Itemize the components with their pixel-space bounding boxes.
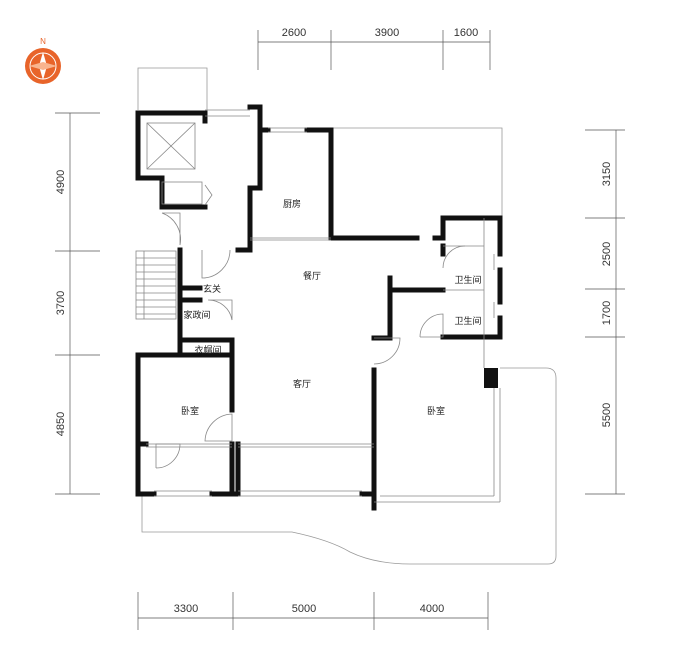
- compass-label: N: [40, 37, 46, 46]
- dim-right-4: 5500: [601, 403, 613, 427]
- dim-top-3: 1600: [454, 27, 478, 39]
- dimension-bottom: 3300 5000 4000: [137, 592, 489, 630]
- room-living: 客厅: [293, 378, 311, 390]
- room-bedroom-right: 卧室: [427, 405, 445, 417]
- compass: N: [25, 37, 61, 84]
- room-cloakroom: 衣帽间: [194, 344, 221, 356]
- dim-left-2: 3700: [55, 291, 67, 315]
- walls: [135, 104, 503, 511]
- dim-bottom-3: 4000: [420, 603, 444, 615]
- room-bedroom-left: 卧室: [181, 405, 199, 417]
- dim-right-1: 3150: [601, 162, 613, 186]
- dim-left-3: 4850: [55, 412, 67, 436]
- dim-top-1: 2600: [282, 27, 306, 39]
- elevator-shaft: [146, 122, 196, 170]
- dim-bottom-1: 3300: [174, 603, 198, 615]
- room-kitchen: 厨房: [283, 198, 301, 210]
- dimension-right: 3150 2500 1700 5500: [585, 129, 625, 495]
- room-utility: 家政间: [183, 309, 210, 321]
- room-labels: 厨房 餐厅 玄关 家政间 衣帽间 客厅 卧室 卧室 卫生间 卫生间: [181, 198, 482, 417]
- room-dining: 餐厅: [303, 270, 321, 282]
- dim-right-3: 1700: [601, 301, 613, 325]
- fixtures: [135, 109, 501, 503]
- dim-right-2: 2500: [601, 242, 613, 266]
- room-bathroom-1: 卫生间: [454, 274, 481, 286]
- room-bathroom-2: 卫生间: [454, 315, 481, 327]
- dim-top-2: 3900: [375, 27, 399, 39]
- dimension-left: 4900 3700 4850: [55, 112, 100, 495]
- staircase: [135, 250, 177, 320]
- dimension-top: 2600 3900 1600: [257, 27, 491, 70]
- dim-bottom-2: 5000: [292, 603, 316, 615]
- compass-cross-icon: [29, 62, 57, 70]
- dim-left-1: 4900: [55, 170, 67, 194]
- room-entrance: 玄关: [203, 283, 221, 295]
- terrace-outline: [137, 67, 557, 565]
